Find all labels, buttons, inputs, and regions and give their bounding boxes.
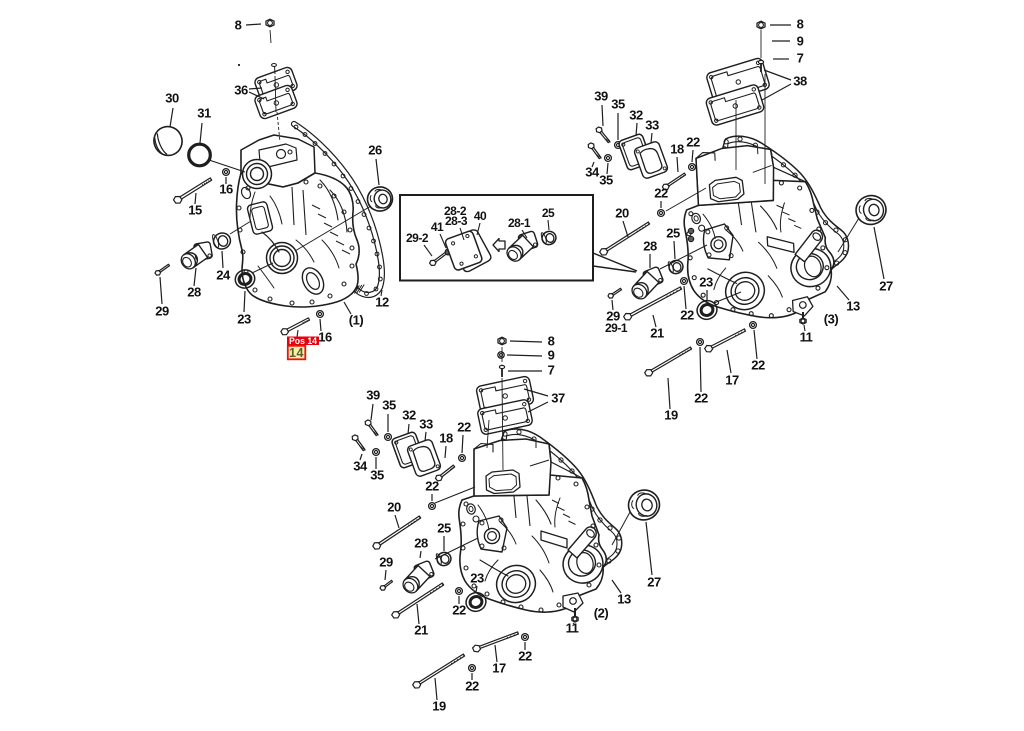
svg-text:7: 7	[548, 362, 555, 377]
svg-text:31: 31	[197, 105, 211, 120]
svg-text:18: 18	[670, 141, 684, 156]
svg-text:34: 34	[353, 458, 368, 473]
svg-text:29-1: 29-1	[605, 321, 628, 335]
svg-text:13: 13	[617, 591, 631, 606]
svg-text:37: 37	[551, 390, 565, 405]
svg-text:22: 22	[457, 419, 471, 434]
svg-text:22: 22	[686, 134, 700, 149]
svg-text:35: 35	[370, 467, 384, 482]
svg-text:(2): (2)	[594, 605, 609, 620]
svg-text:30: 30	[165, 90, 179, 105]
svg-text:39: 39	[366, 387, 380, 402]
svg-text:14: 14	[289, 346, 304, 360]
svg-text:22: 22	[425, 478, 439, 493]
svg-text:22: 22	[751, 357, 765, 372]
svg-text:29: 29	[155, 303, 169, 318]
svg-text:22: 22	[680, 307, 694, 322]
svg-text:35: 35	[611, 96, 625, 111]
svg-text:32: 32	[629, 107, 643, 122]
svg-text:(1): (1)	[349, 312, 364, 327]
svg-text:22: 22	[694, 390, 708, 405]
svg-text:28: 28	[414, 535, 428, 550]
svg-text:20: 20	[615, 205, 629, 220]
svg-text:9: 9	[797, 33, 804, 48]
svg-text:Pos 14: Pos 14	[289, 336, 317, 346]
svg-text:35: 35	[599, 172, 613, 187]
svg-text:17: 17	[725, 372, 739, 387]
svg-text:41: 41	[431, 220, 444, 234]
svg-text:28-3: 28-3	[445, 214, 468, 228]
svg-text:22: 22	[518, 648, 532, 663]
svg-text:9: 9	[548, 347, 555, 362]
svg-text:25: 25	[437, 520, 451, 535]
svg-text:24: 24	[216, 267, 231, 282]
svg-text:23: 23	[470, 570, 484, 585]
svg-text:27: 27	[879, 278, 893, 293]
svg-text:16: 16	[318, 329, 332, 344]
svg-text:23: 23	[237, 311, 251, 326]
svg-text:35: 35	[382, 397, 396, 412]
svg-text:36: 36	[234, 82, 248, 97]
svg-text:(3): (3)	[824, 311, 839, 326]
svg-text:21: 21	[650, 325, 664, 340]
svg-text:29: 29	[379, 554, 393, 569]
svg-text:25: 25	[666, 225, 680, 240]
svg-text:39: 39	[594, 88, 608, 103]
svg-text:21: 21	[414, 622, 428, 637]
svg-text:22: 22	[654, 185, 668, 200]
svg-text:38: 38	[793, 73, 807, 88]
svg-text:29-2: 29-2	[406, 231, 429, 245]
svg-text:15: 15	[188, 202, 202, 217]
svg-text:28: 28	[643, 238, 657, 253]
svg-text:19: 19	[664, 407, 678, 422]
svg-text:23: 23	[699, 274, 713, 289]
svg-text:22: 22	[452, 602, 466, 617]
svg-text:19: 19	[432, 698, 446, 713]
svg-text:40: 40	[474, 209, 487, 223]
svg-text:13: 13	[846, 298, 860, 313]
svg-text:17: 17	[492, 660, 506, 675]
svg-text:12: 12	[375, 294, 389, 309]
svg-text:28: 28	[187, 284, 201, 299]
svg-text:33: 33	[645, 117, 659, 132]
svg-text:20: 20	[387, 499, 401, 514]
svg-text:27: 27	[647, 574, 661, 589]
svg-text:33: 33	[419, 416, 433, 431]
svg-text:8: 8	[548, 333, 555, 348]
svg-text:7: 7	[797, 50, 804, 65]
svg-text:8: 8	[797, 16, 804, 31]
svg-text:8: 8	[235, 17, 242, 32]
svg-text:32: 32	[402, 407, 416, 422]
svg-text:22: 22	[465, 678, 479, 693]
svg-text:11: 11	[566, 620, 579, 635]
svg-text:28-1: 28-1	[508, 216, 531, 230]
svg-text:25: 25	[542, 206, 555, 220]
svg-text:11: 11	[800, 329, 813, 344]
svg-text:26: 26	[368, 142, 382, 157]
svg-text:18: 18	[439, 430, 453, 445]
